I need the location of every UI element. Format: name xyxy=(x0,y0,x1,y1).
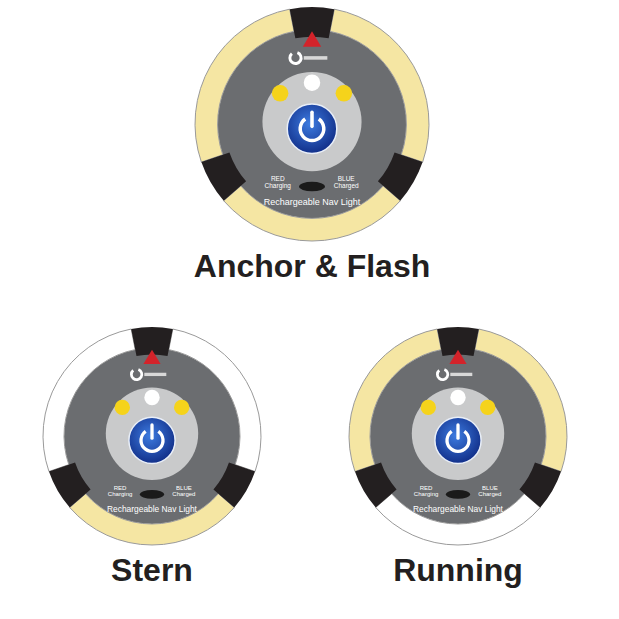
mode-label: Running xyxy=(393,552,523,589)
bow-marker xyxy=(303,31,321,46)
dark-face xyxy=(370,348,546,524)
mode-indicator xyxy=(421,400,436,415)
mode-indicator xyxy=(144,390,159,405)
nav-light-icon: SternRechargeable Nav LightRED ChargingB… xyxy=(42,326,262,546)
brand-logo xyxy=(144,373,166,376)
bow-marker xyxy=(449,350,466,364)
product-name: Rechargeable Nav Light xyxy=(107,504,197,514)
light-group xyxy=(43,327,261,545)
mount-bar xyxy=(49,463,91,508)
mode-indicator xyxy=(450,390,465,405)
brand-logo xyxy=(436,368,449,381)
power-symbol xyxy=(310,112,314,126)
status-note: BLUE Charged xyxy=(329,176,363,190)
charge-led xyxy=(140,490,164,499)
status-note: RED Charging xyxy=(410,485,442,498)
charge-led xyxy=(299,182,325,191)
control-panel xyxy=(412,388,504,480)
lens-arc xyxy=(224,186,401,241)
brand-logo xyxy=(288,51,302,65)
dark-face xyxy=(64,348,240,524)
mount-bar xyxy=(378,152,423,200)
control-panel xyxy=(106,388,198,480)
mount-bar xyxy=(519,463,561,508)
mode-indicator xyxy=(336,85,353,102)
mode-indicator xyxy=(174,400,189,415)
nav-light-icon: RunningRechargeable Nav LightRED Chargin… xyxy=(348,326,568,546)
status-note: RED Charging xyxy=(261,176,295,190)
product-name: Rechargeable Nav Light xyxy=(264,197,361,207)
control-panel xyxy=(262,72,361,171)
mode-indicator xyxy=(272,85,289,102)
lens-arc xyxy=(376,494,541,545)
charge-led xyxy=(446,490,470,499)
mode-indicator xyxy=(480,400,495,415)
mode-label: Stern xyxy=(111,552,193,589)
lens-arc xyxy=(70,494,235,545)
power-button xyxy=(129,417,175,463)
mode-label: Anchor & Flash xyxy=(194,248,430,285)
power-symbol xyxy=(150,425,153,438)
mount-bar xyxy=(213,463,255,508)
mode-indicator xyxy=(304,74,321,91)
product-name: Rechargeable Nav Light xyxy=(413,504,503,514)
brand-logo xyxy=(130,368,143,381)
mount-bar xyxy=(201,152,246,200)
power-button xyxy=(435,417,481,463)
status-note: RED Charging xyxy=(104,485,136,498)
bow-marker xyxy=(143,350,160,364)
light-group xyxy=(349,327,567,545)
light-group xyxy=(195,7,429,241)
status-note: BLUE Charged xyxy=(168,485,200,498)
mode-indicator xyxy=(115,400,130,415)
brand-logo xyxy=(450,373,472,376)
power-symbol xyxy=(456,425,459,438)
brand-logo xyxy=(304,56,328,60)
nav-light-icon: Anchor & FlashRechargeable Nav LightRED … xyxy=(194,6,430,242)
status-note: BLUE Charged xyxy=(474,485,506,498)
mount-bar xyxy=(355,463,397,508)
dark-face xyxy=(218,30,407,219)
power-button xyxy=(287,104,337,154)
